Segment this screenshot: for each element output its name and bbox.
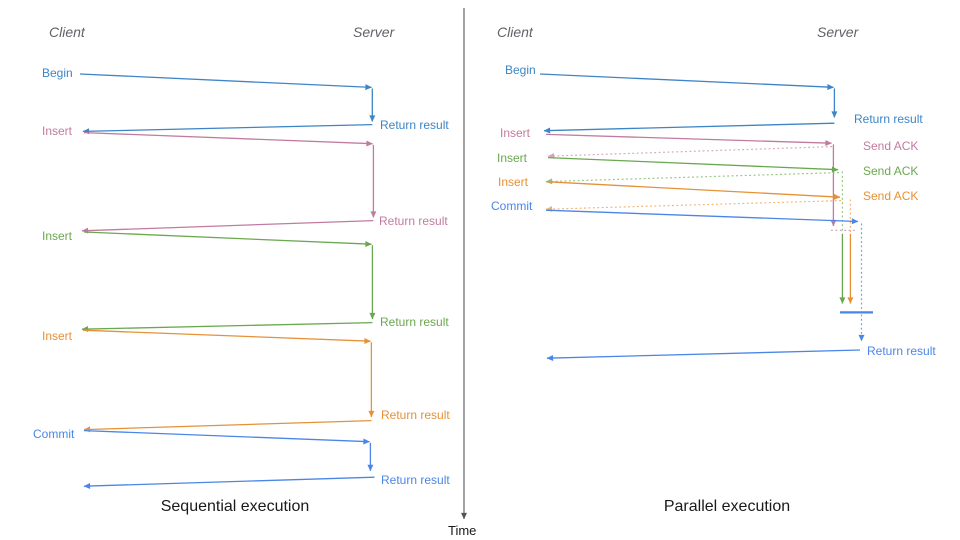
message-label-commit: Commit [33,427,75,441]
return-result-label: Return result [867,344,936,358]
send-ack-label: Send ACK [863,139,919,153]
message-label-begin: Begin [505,63,536,77]
response-arrow [83,476,375,490]
lifeline-client-label: Client [497,24,533,40]
par-insert1-arrows [545,133,856,231]
message-label-insert: Insert [497,151,528,165]
time-axis-label: Time [448,523,477,538]
request-arrow [79,73,372,91]
response-arrow [83,419,372,433]
send-ack-label: Send ACK [863,164,919,178]
response-arrow [81,219,374,234]
return-result-label: Return result [854,112,923,126]
return-result-label: Return result [380,315,449,329]
request-arrow [83,231,372,247]
request-arrow [83,131,373,147]
return-result-label: Return result [381,408,450,422]
ack-arrow [545,200,842,213]
seq-insert3-arrows [82,329,375,433]
message-label-insert: Insert [500,126,531,140]
panel-title-parallel: Parallel execution [663,498,791,515]
request-arrow [545,209,859,225]
seq-insert2-arrows [81,231,376,333]
request-arrow [539,73,834,91]
return-result-label: Return result [381,473,450,487]
seq-insert1-arrows [81,131,377,234]
response-arrow [81,321,373,333]
message-label-begin: Begin [42,66,73,80]
lifeline-server-label: Server [353,24,395,40]
request-arrow [82,329,371,344]
sequential-panel-arrows [79,73,377,490]
par-commit-arrows [545,209,873,362]
request-arrow [547,156,839,173]
response-arrow [543,122,835,134]
message-label-insert: Insert [42,329,73,343]
response-arrow [82,123,373,135]
return-result-label: Return result [380,118,449,132]
ack-arrow [547,146,833,159]
panel-title-sequential: Sequential execution [160,498,310,515]
par-begin-arrows [539,73,838,134]
lifeline-server-label: Server [817,24,859,40]
message-label-insert: Insert [42,229,73,243]
response-arrow [546,349,861,362]
message-label-insert: Insert [498,175,529,189]
request-arrow [83,429,370,445]
ack-arrow [545,172,840,185]
message-label-insert: Insert [42,124,73,138]
seq-begin-arrows [79,73,376,135]
par-insert3-arrows [545,181,854,304]
seq-commit-arrows [83,429,375,490]
send-ack-label: Send ACK [863,189,919,203]
message-label-commit: Commit [491,199,533,213]
lifeline-client-label: Client [49,24,85,40]
parallel-panel-arrows [539,73,873,362]
request-arrow [545,133,832,147]
par-insert2-arrows [545,156,846,304]
request-arrow [545,181,841,200]
return-result-label: Return result [379,214,448,228]
